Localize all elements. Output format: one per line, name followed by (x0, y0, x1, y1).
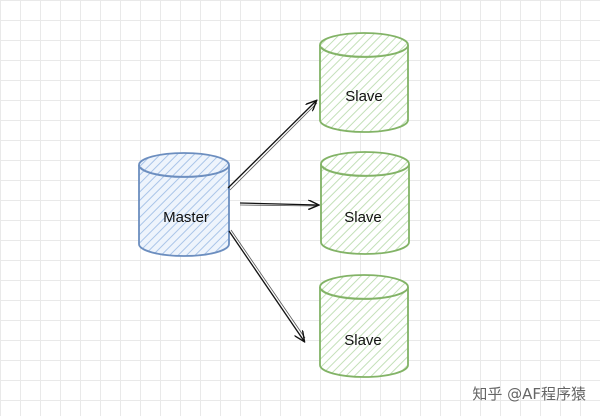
watermark: 知乎 @AF程序猿 (472, 385, 586, 403)
master-cylinder-top (138, 152, 230, 178)
slave-cylinder-top (320, 151, 410, 177)
master-node: Master (138, 152, 230, 257)
arrow-master-to-slave-2 (239, 203, 318, 206)
slave-cylinder-top (319, 274, 409, 300)
master-label: Master (163, 209, 209, 226)
slave-label: Slave (344, 332, 382, 349)
slave-node-1: Slave (319, 32, 409, 133)
slave-cylinder-top (319, 32, 409, 58)
slave-node-2: Slave (320, 151, 410, 255)
slave-cylinder-body (319, 287, 409, 378)
master-cylinder-body (138, 165, 230, 257)
slave-label: Slave (345, 88, 383, 105)
arrow-master-to-slave-1 (227, 101, 317, 191)
slave-cylinder-body (320, 164, 410, 255)
slave-label: Slave (344, 209, 382, 226)
arrow-master-to-slave-3 (228, 229, 305, 341)
slave-node-3: Slave (319, 274, 409, 378)
slave-cylinder-body (319, 45, 409, 133)
